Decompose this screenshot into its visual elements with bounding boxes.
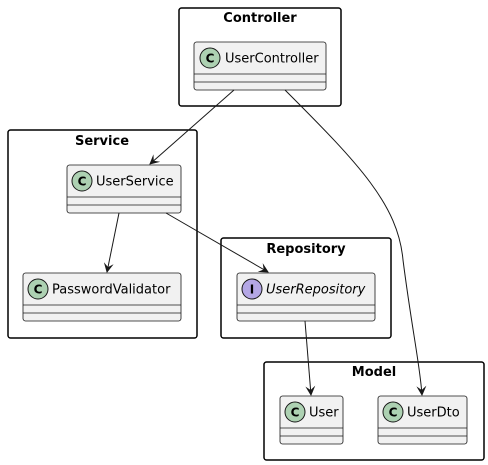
class-user-controller[interactable]: C UserController xyxy=(193,41,327,91)
package-title: Model xyxy=(352,365,396,380)
package-title: Repository xyxy=(266,242,346,257)
class-name: UserService xyxy=(96,175,174,190)
class-box xyxy=(22,272,182,322)
arrow-userservice-passwordvalidator xyxy=(103,212,120,273)
class-type-letter: C xyxy=(78,175,87,189)
class-type-icon xyxy=(284,401,306,423)
arrow-userservice-userrepository xyxy=(165,212,269,273)
class-type-letter: C xyxy=(291,406,300,420)
class-type-letter: I xyxy=(250,283,254,297)
class-user-service[interactable]: C UserService xyxy=(66,164,182,214)
class-user-dto[interactable]: C UserDto xyxy=(377,395,468,445)
class-type-letter: C xyxy=(389,406,398,420)
class-user[interactable]: C User xyxy=(279,395,344,445)
class-type-icon xyxy=(382,401,404,423)
class-name: UserController xyxy=(225,52,319,67)
package-title: Controller xyxy=(223,11,297,26)
class-type-letter: C xyxy=(206,52,215,66)
arrow-userrepository-user xyxy=(304,320,316,396)
class-box xyxy=(236,272,376,322)
class-type-icon xyxy=(71,170,93,192)
arrow-usercontroller-userdto xyxy=(284,89,427,396)
class-name: UserRepository xyxy=(266,283,366,298)
class-name: User xyxy=(309,406,339,421)
class-type-icon xyxy=(199,47,221,69)
interface-type-icon xyxy=(241,278,263,300)
class-box xyxy=(193,41,327,91)
class-type-letter: C xyxy=(34,283,43,297)
interface-user-repository[interactable]: I UserRepository xyxy=(236,272,376,322)
class-name: UserDto xyxy=(407,406,460,421)
class-password-validator[interactable]: C PasswordValidator xyxy=(22,272,182,322)
package-title: Service xyxy=(75,134,129,149)
class-name: PasswordValidator xyxy=(52,283,171,298)
class-type-icon xyxy=(27,278,49,300)
arrow-usercontroller-userservice xyxy=(149,89,235,165)
class-box xyxy=(66,164,182,214)
